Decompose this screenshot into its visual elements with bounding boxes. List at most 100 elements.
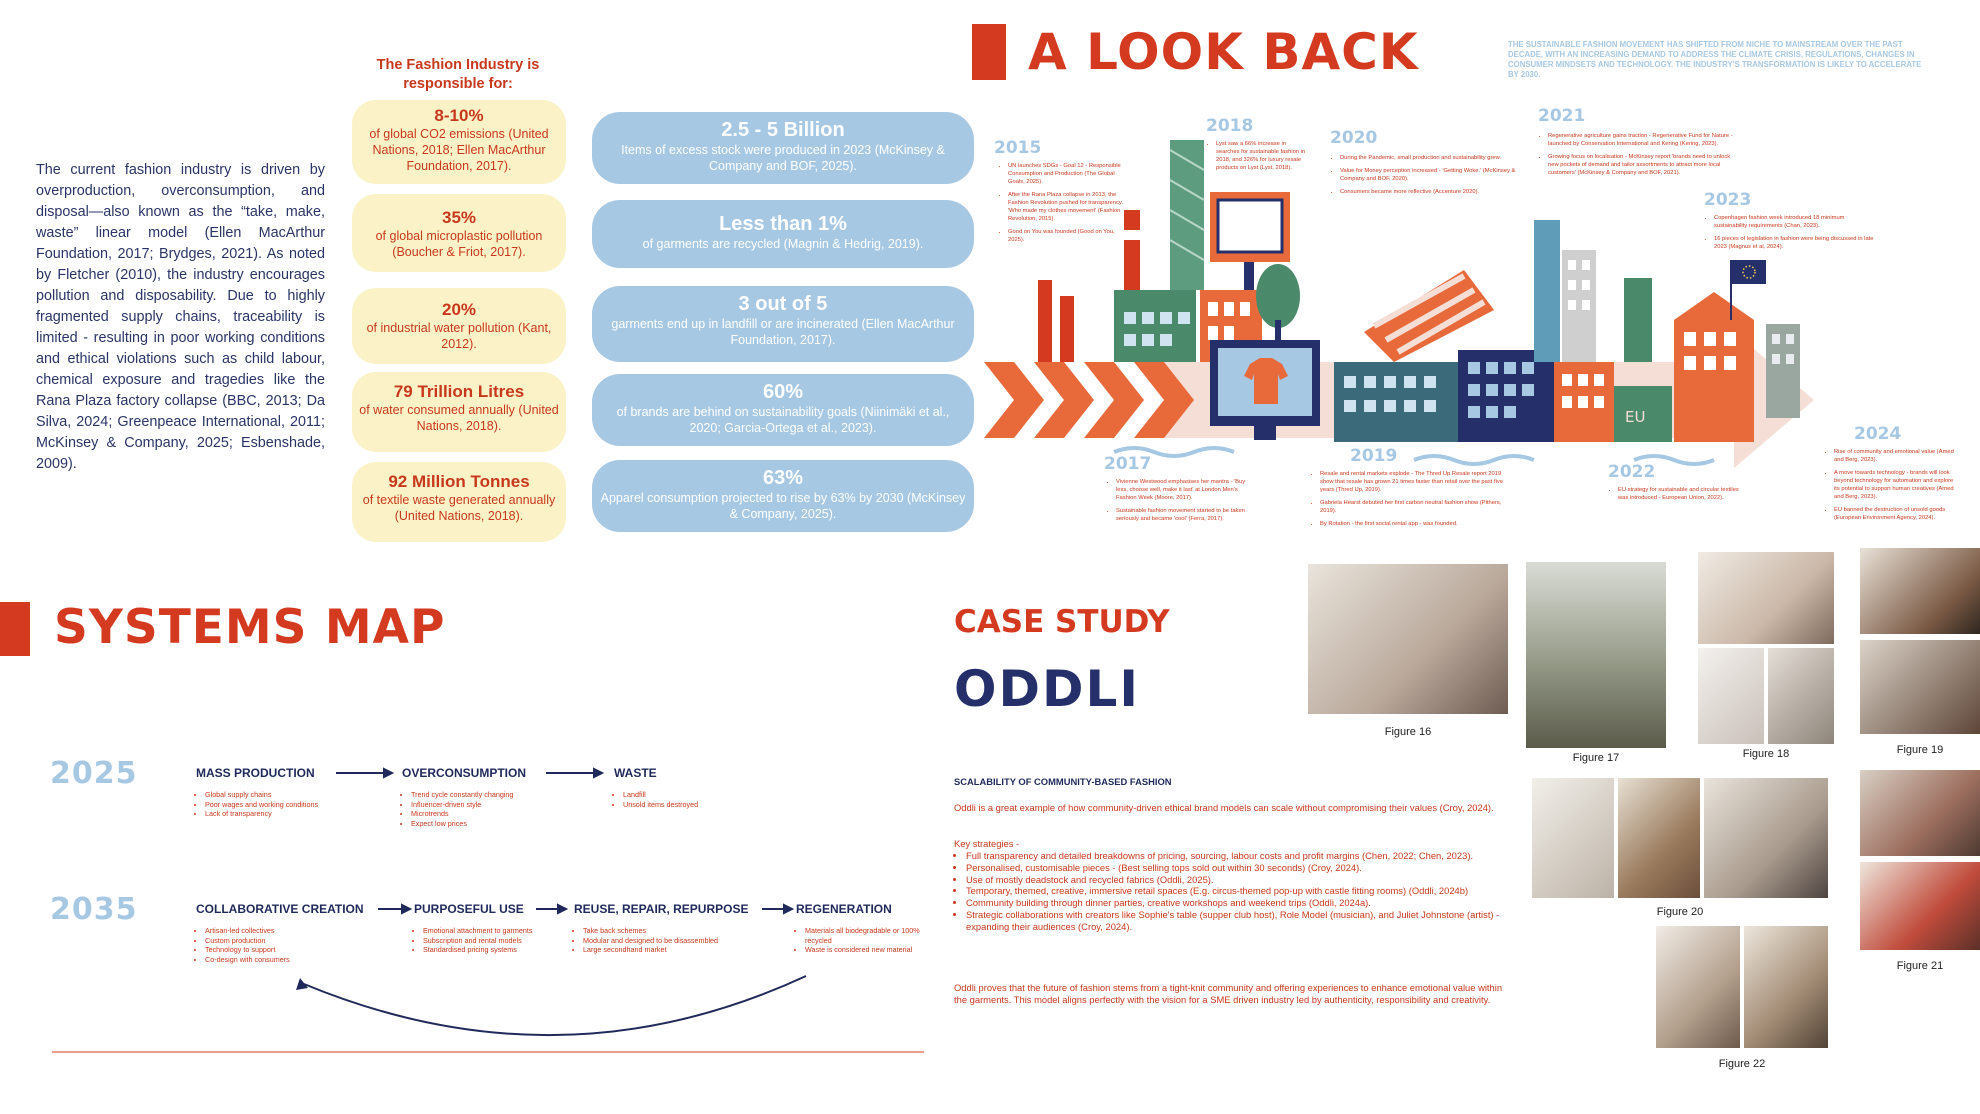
timeline-year: 2022	[1608, 462, 1656, 482]
stat-desc: of garments are recycled (Magnin & Hedri…	[642, 237, 924, 251]
responsible-item: 35% of global microplastic pollution (Bo…	[352, 194, 566, 272]
stage-list: Take back schemesModular and designed to…	[574, 926, 744, 955]
timeline-year: 2020	[1330, 128, 1378, 148]
timeline-notes: Lyst saw a 66% increase in searches for …	[1208, 140, 1308, 177]
stage-list: LandfillUnsold items destroyed	[614, 790, 764, 809]
case-study-strategies: Full transparency and detailed breakdown…	[954, 850, 1504, 933]
responsible-value: 20%	[441, 300, 477, 319]
figure-caption: Figure 16	[1384, 726, 1432, 738]
case-study-intro: Oddli is a great example of how communit…	[954, 802, 1494, 813]
photo-figure-21b	[1860, 862, 1980, 950]
timeline-illustration: EU	[974, 100, 1914, 540]
responsible-desc: of industrial water pollution (Kant, 201…	[366, 321, 552, 351]
stage-list: Emotional attachment to garmentsSubscrip…	[414, 926, 564, 955]
photo-figure-20b	[1618, 778, 1700, 898]
photo-figure-19b	[1860, 640, 1980, 734]
stat-desc: of brands are behind on sustainability g…	[616, 405, 950, 435]
case-study-label: CASE STUDY	[954, 604, 1170, 640]
systems-year: 2035	[50, 892, 138, 927]
responsible-title: The Fashion Industry is responsible for:	[376, 57, 540, 92]
responsible-value: 79 Trillion Litres	[393, 382, 525, 401]
stage-list: Trend cycle constantly changingInfluence…	[402, 790, 552, 828]
responsible-item: 20% of industrial water pollution (Kant,…	[352, 288, 566, 364]
stat-desc: Apparel consumption projected to rise by…	[600, 491, 966, 521]
stage-label: MASS PRODUCTION	[196, 766, 315, 780]
heading-accent-bar	[972, 24, 1006, 80]
case-study-name: ODDLI	[954, 660, 1140, 718]
responsible-value: 35%	[441, 208, 477, 227]
timeline-notes: Rise of community and emotional value (A…	[1826, 448, 1956, 527]
stat-value: 60%	[762, 381, 804, 403]
timeline-year: 2021	[1538, 106, 1586, 126]
timeline-notes: UN launches SDGs - Goal 12 - Responsible…	[1000, 162, 1130, 249]
stat-card: 3 out of 5 garments end up in landfill o…	[592, 286, 974, 362]
timeline-notes: Resale and rental markets explode - The …	[1312, 470, 1512, 533]
stage-label: COLLABORATIVE CREATION	[196, 902, 364, 916]
stage-list: Global supply chainsPoor wages and worki…	[196, 790, 346, 819]
photo-figure-17	[1526, 562, 1666, 748]
figure-caption: Figure 17	[1572, 752, 1620, 764]
photo-figure-20a	[1532, 778, 1614, 898]
stat-card: 63% Apparel consumption projected to ris…	[592, 460, 974, 532]
lookback-note: The sustainable fashion movement has shi…	[1508, 40, 1922, 79]
case-study-conclusion: Oddli proves that the future of fashion …	[954, 982, 1503, 1005]
stat-card: Less than 1% of garments are recycled (M…	[592, 200, 974, 268]
photo-figure-22a	[1656, 926, 1740, 1048]
figure-caption: Figure 20	[1656, 906, 1704, 918]
stat-card: 60% of brands are behind on sustainabili…	[592, 374, 974, 446]
photo-figure-18c	[1768, 648, 1834, 744]
systems-title: SYSTEMS MAP	[54, 600, 446, 655]
photo-figure-16	[1308, 564, 1508, 714]
stage-label: OVERCONSUMPTION	[402, 766, 527, 780]
responsible-desc: of global CO2 emissions (United Nations,…	[369, 127, 549, 173]
timeline-notes: EU strategy for sustainable and circular…	[1610, 486, 1740, 507]
figure-caption: Figure 19	[1896, 744, 1944, 756]
responsible-value: 8-10%	[434, 106, 484, 125]
photo-figure-21a	[1860, 770, 1980, 856]
responsible-item: 8-10% of global CO2 emissions (United Na…	[352, 100, 566, 184]
photo-figure-18a	[1698, 552, 1834, 644]
systems-year: 2025	[50, 756, 138, 791]
timeline-year: 2024	[1854, 424, 1902, 444]
timeline-year: 2015	[994, 138, 1042, 158]
stage-label: PURPOSEFUL USE	[414, 902, 524, 916]
timeline-notes: During the Pandemic, small production an…	[1332, 154, 1522, 201]
timeline-notes: Copenhagen fashion week introduced 18 mi…	[1706, 214, 1876, 256]
stat-desc: garments end up in landfill or are incin…	[611, 317, 955, 347]
figure-caption: Figure 21	[1896, 960, 1944, 972]
stage-list: Materials all biodegradable or 100% recy…	[796, 926, 926, 955]
stage-label: REGENERATION	[796, 902, 892, 916]
figure-caption: Figure 22	[1718, 1058, 1766, 1070]
photo-figure-22b	[1744, 926, 1828, 1048]
responsible-item: 92 Million Tonnes of textile waste gener…	[352, 462, 566, 542]
responsible-desc: of global microplastic pollution (Bouche…	[375, 229, 543, 259]
figure-caption: Figure 18	[1742, 748, 1790, 760]
stat-value: Less than 1%	[719, 213, 847, 235]
photo-figure-19a	[1860, 548, 1980, 634]
photo-figure-20c	[1704, 778, 1828, 898]
responsible-value: 92 Million Tonnes	[388, 472, 530, 491]
stat-card: 2.5 - 5 Billion Items of excess stock we…	[592, 112, 974, 184]
case-study-heading: SCALABILITY OF COMMUNITY-BASED FASHION	[954, 776, 1172, 787]
timeline-year: 2018	[1206, 116, 1254, 136]
stat-value: 63%	[762, 467, 804, 489]
lookback-title: A LOOK BACK	[1028, 23, 1419, 81]
case-study-strategies-title: Key strategies -	[954, 838, 1020, 849]
timeline-year: 2017	[1104, 454, 1152, 474]
photo-figure-18b	[1698, 648, 1764, 744]
stat-value: 2.5 - 5 Billion	[721, 119, 845, 141]
timeline-year: 2019	[1350, 446, 1398, 466]
intro-paragraph: The current fashion industry is driven b…	[36, 162, 325, 472]
eu-label: EU	[1625, 408, 1645, 426]
timeline-year: 2023	[1704, 190, 1752, 210]
heading-accent-bar	[0, 602, 30, 656]
stage-list: Artisan-led collectivesCustom production…	[196, 926, 356, 964]
responsible-desc: of water consumed annually (United Natio…	[359, 403, 559, 433]
timeline-notes: Regenerative agriculture gains traction …	[1540, 132, 1740, 182]
timeline-notes: Vivienne Westwood emphasises her mantra …	[1108, 478, 1248, 528]
stage-label: REUSE, REPAIR, REPURPOSE	[574, 902, 749, 916]
stage-label: WASTE	[614, 766, 657, 780]
stat-desc: Items of excess stock were produced in 2…	[621, 143, 945, 173]
stat-value: 3 out of 5	[738, 293, 828, 315]
